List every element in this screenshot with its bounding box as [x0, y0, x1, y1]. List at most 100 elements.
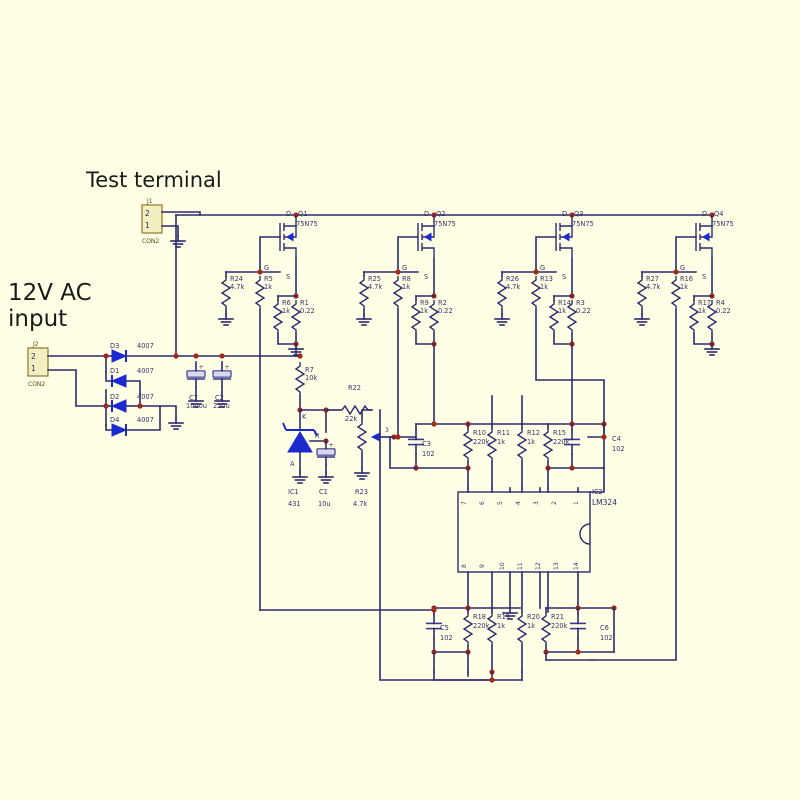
svg-text:0.22: 0.22: [438, 307, 453, 315]
svg-text:13: 13: [553, 562, 560, 570]
svg-text:11: 11: [517, 562, 524, 570]
label-ac-input-line2: input: [8, 306, 68, 333]
lower-feedback-network: C5 102 R18 220k R19 1k R20 1k R21: [425, 605, 617, 673]
svg-text:220k: 220k: [551, 622, 568, 630]
resistor-r2: [429, 299, 439, 335]
svg-text:7: 7: [461, 501, 468, 505]
svg-text:431: 431: [288, 500, 301, 508]
svg-text:C4: C4: [612, 435, 621, 443]
svg-text:R5: R5: [264, 275, 273, 283]
svg-text:2: 2: [145, 209, 150, 218]
tl431-symbol: R A IC1 431: [282, 409, 329, 508]
svg-text:C7: C7: [189, 394, 198, 402]
svg-text:1k: 1k: [497, 438, 505, 446]
resistor-r19: [487, 611, 497, 647]
svg-text:R13: R13: [540, 275, 553, 283]
resistor-r16: [671, 275, 681, 311]
mosfet-stage-2: D Q2 75N75 S G R25 4.7k R8 1k R9 1k: [356, 210, 456, 438]
svg-text:LM324: LM324: [592, 498, 617, 507]
svg-text:1000u: 1000u: [186, 402, 207, 410]
resistor-r6: [273, 299, 283, 335]
capacitor-c7: [186, 361, 206, 388]
svg-text:1k: 1k: [402, 283, 410, 291]
svg-text:10: 10: [499, 562, 506, 570]
resistor-r18: [463, 611, 473, 647]
resistor-r1: [291, 299, 301, 335]
svg-text:R21: R21: [551, 613, 564, 621]
resistor-r21: [541, 611, 551, 647]
svg-text:75N75: 75N75: [712, 220, 734, 228]
resistor-r9: [411, 299, 421, 335]
svg-text:G: G: [540, 264, 545, 272]
svg-text:102: 102: [612, 445, 625, 453]
mosfet-q4: [695, 214, 713, 260]
bridge-rectifier: D3 4007 D1 4007 D2 4007: [103, 342, 184, 437]
svg-text:R12: R12: [527, 429, 540, 437]
svg-text:C2: C2: [215, 394, 224, 402]
capacitor-c1: [316, 439, 336, 466]
shunt-reference-branch: R7 10k K R A IC1 431: [259, 353, 397, 508]
svg-text:3: 3: [385, 427, 389, 434]
svg-text:4007: 4007: [137, 367, 154, 375]
resistor-r14: [549, 299, 559, 335]
svg-text:R23: R23: [355, 488, 368, 496]
svg-text:1k: 1k: [558, 307, 566, 315]
svg-text:D1: D1: [110, 367, 119, 375]
resistor-r20: [517, 611, 527, 647]
svg-text:D4: D4: [110, 416, 119, 424]
svg-text:R20: R20: [527, 613, 540, 621]
svg-text:G: G: [680, 264, 685, 272]
svg-text:4.7k: 4.7k: [353, 500, 367, 508]
svg-text:R6: R6: [282, 299, 291, 307]
svg-text:K: K: [302, 413, 307, 421]
svg-text:S: S: [702, 273, 706, 281]
svg-text:R22: R22: [348, 384, 361, 392]
svg-text:R26: R26: [506, 275, 519, 283]
label-test-terminal: Test terminal: [86, 168, 222, 192]
svg-text:4.7k: 4.7k: [230, 283, 244, 291]
svg-text:R14: R14: [558, 299, 571, 307]
svg-text:4.7k: 4.7k: [506, 283, 520, 291]
svg-text:14: 14: [573, 562, 580, 570]
svg-text:R27: R27: [646, 275, 659, 283]
svg-text:1k: 1k: [282, 307, 290, 315]
connector-j2[interactable]: 2 1 CON2 J2: [27, 341, 107, 407]
svg-text:102: 102: [440, 634, 453, 642]
mosfet-stage-3: D Q3 75N75 S G R26 4.7k R13 1k R14 1k: [494, 210, 605, 438]
svg-text:S: S: [562, 273, 566, 281]
svg-text:9: 9: [479, 564, 486, 568]
svg-text:R10: R10: [473, 429, 486, 437]
connector-j1[interactable]: 2 1 CON2 J1: [141, 198, 201, 248]
svg-text:Q1: Q1: [298, 210, 307, 218]
svg-text:4: 4: [515, 501, 522, 505]
resistor-r11: [487, 427, 497, 463]
svg-text:R15: R15: [553, 429, 566, 437]
svg-text:220k: 220k: [553, 438, 570, 446]
svg-text:S: S: [286, 273, 290, 281]
resistor-r7: [295, 361, 305, 397]
svg-text:8: 8: [461, 564, 468, 568]
diode-d3: D3 4007: [105, 342, 177, 363]
diode-d2: D2 4007: [105, 393, 177, 419]
svg-text:R24: R24: [230, 275, 243, 283]
top-supply-rail: [175, 214, 713, 357]
svg-text:102: 102: [600, 634, 613, 642]
svg-text:C6: C6: [600, 624, 609, 632]
svg-text:R7: R7: [305, 366, 314, 374]
svg-text:D3: D3: [110, 342, 119, 350]
svg-text:D: D: [424, 210, 429, 218]
resistor-r10: [463, 427, 473, 463]
svg-text:1k: 1k: [540, 283, 548, 291]
svg-text:5: 5: [497, 501, 504, 505]
svg-text:J1: J1: [146, 198, 153, 205]
resistor-r12: [517, 427, 527, 463]
capacitor-c6: [569, 613, 587, 639]
svg-text:D: D: [286, 210, 291, 218]
upper-feedback-network: C3 102 R10 220k R11 1k R12 1k R15: [389, 395, 625, 489]
svg-text:CON2: CON2: [28, 381, 45, 388]
resistor-r17: [689, 299, 699, 335]
svg-text:D: D: [562, 210, 567, 218]
diode-d4: D4 4007: [105, 405, 161, 437]
